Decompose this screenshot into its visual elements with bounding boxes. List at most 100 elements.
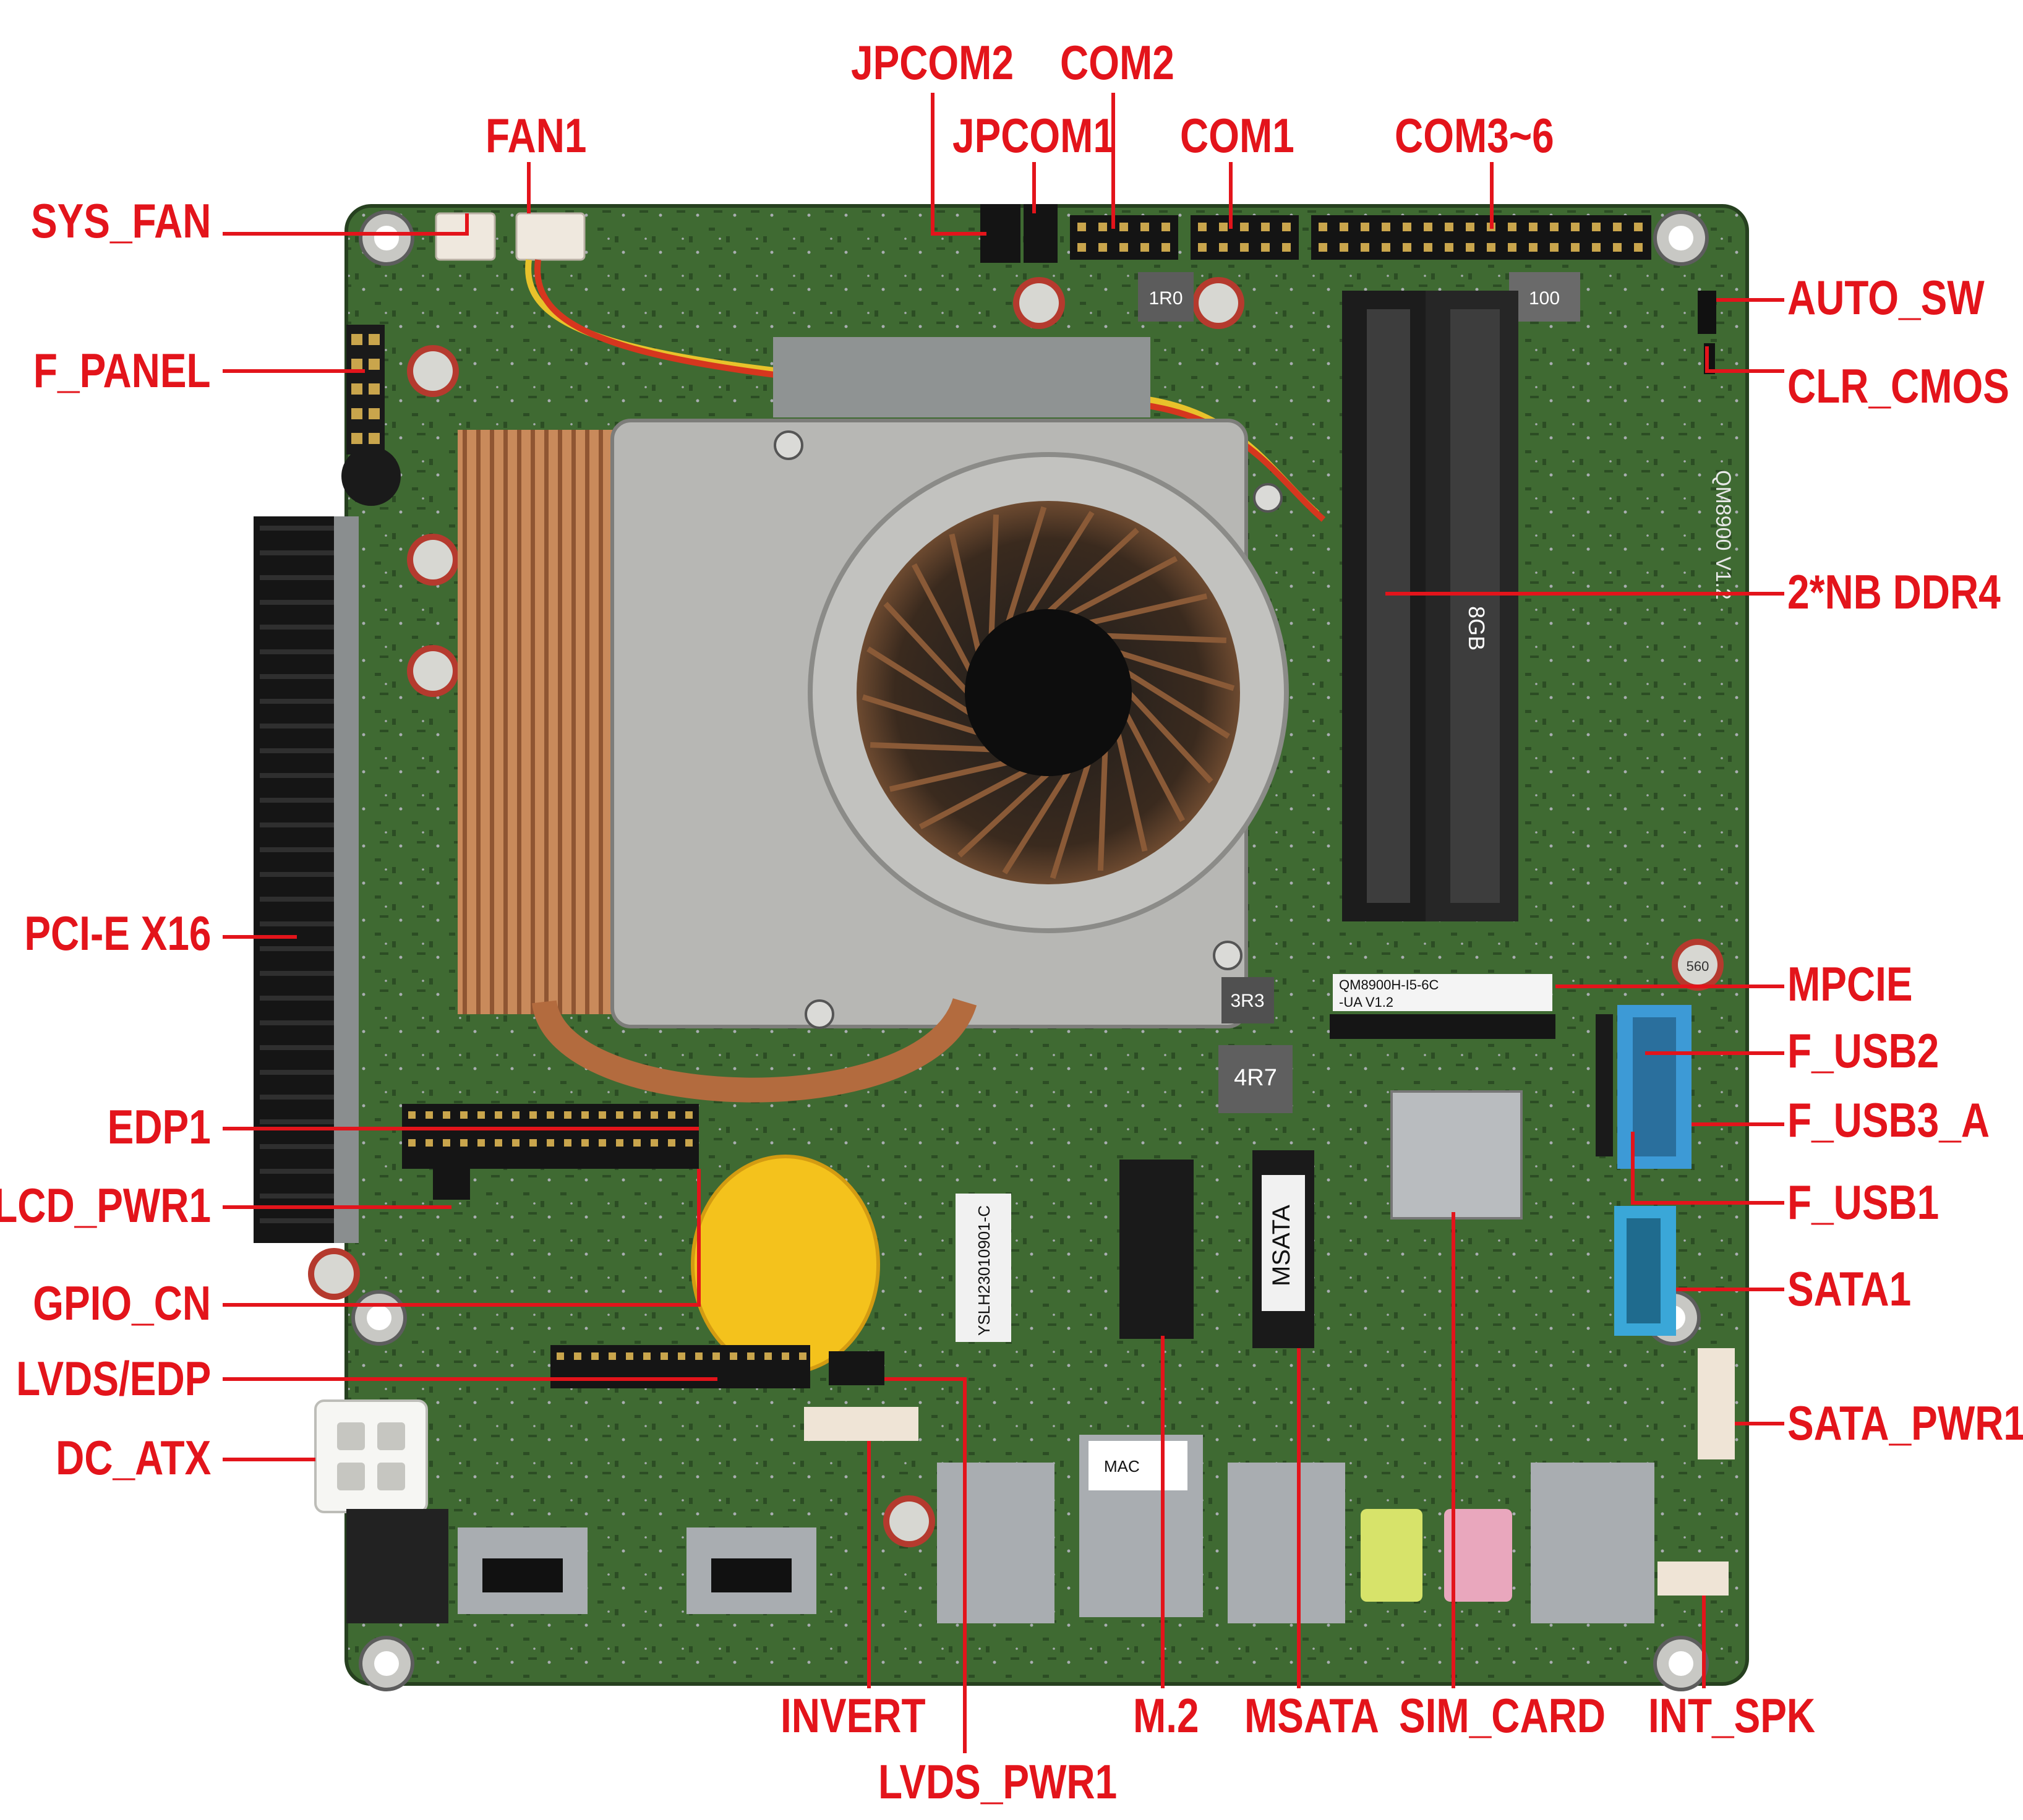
header-pin [1634, 223, 1643, 231]
header-pin [695, 1352, 703, 1360]
header-pin [1240, 223, 1249, 231]
capacitor-top [413, 351, 453, 391]
header-pin [1529, 243, 1538, 252]
header-pin [1508, 223, 1516, 231]
header-pin [512, 1139, 520, 1147]
serial-text: YSLH23010901-C [975, 1205, 993, 1336]
leader-line [223, 213, 469, 236]
label-gpio-cn: GPIO_CN [33, 1276, 211, 1330]
capacitor-top [889, 1502, 929, 1541]
label-f-usb2: F_USB2 [1787, 1023, 1940, 1078]
header-pin [651, 1139, 658, 1147]
mounting-hole-center [374, 226, 399, 250]
board-model-text: QM8900 V1.2 [1711, 470, 1735, 600]
usb-port-stack [1228, 1463, 1345, 1623]
pcie-slot-rib [260, 600, 340, 605]
header-pin [1382, 243, 1390, 252]
header-pin [1361, 223, 1369, 231]
header-pin [1319, 223, 1327, 231]
header-pin [408, 1139, 416, 1147]
heatpipe [532, 998, 977, 1103]
header-pin [426, 1139, 433, 1147]
header-pin [730, 1352, 737, 1360]
header-pin [1198, 243, 1207, 252]
mounting-hole-center [1669, 1651, 1693, 1676]
header-pin [512, 1111, 520, 1119]
header-pin [1613, 223, 1622, 231]
com2-header [1070, 215, 1178, 260]
inductor-1r0 [1138, 272, 1194, 322]
header-pin [1361, 243, 1369, 252]
dc-atx-pin [377, 1463, 405, 1490]
inductor-4r7 [1218, 1045, 1293, 1113]
pcie-slot-rib [260, 1218, 340, 1223]
header-pin [1282, 243, 1291, 252]
pcie-slot-rib [260, 1169, 340, 1174]
header-pin [1466, 223, 1474, 231]
fan-blade [1005, 506, 1047, 624]
pcie-slot-rib [260, 1045, 340, 1050]
sticker-model-text: QM8900H-I5-6C [1339, 977, 1439, 993]
leader-line [931, 93, 986, 236]
fan-blade [1097, 749, 1108, 871]
fan-blade [883, 602, 970, 695]
com1-header [1191, 215, 1299, 260]
fan-blade [1123, 712, 1186, 822]
lcd-pwr1-header [433, 1163, 470, 1200]
header-pin [668, 1139, 675, 1147]
header-pin [1508, 243, 1516, 252]
header-pin [782, 1352, 789, 1360]
header-pin [1571, 223, 1580, 231]
pcie-slot-rib [260, 1194, 340, 1198]
header-pin [1340, 223, 1348, 231]
header-pin [581, 1111, 589, 1119]
pcie-slot-rib [260, 1144, 340, 1149]
inductor-3r3-text: 3R3 [1230, 991, 1264, 1011]
header-pin [1634, 243, 1643, 252]
label-com3-6: COM3~6 [1395, 108, 1554, 163]
header-pin [651, 1111, 658, 1119]
capacitor-top [413, 651, 453, 691]
sata-pwr1-connector [1698, 1348, 1735, 1459]
pcie-slot-rib [260, 921, 340, 926]
header-pin [1282, 223, 1291, 231]
fan1-connector [515, 212, 586, 261]
header-pin [369, 433, 380, 444]
header-pin [1161, 223, 1170, 231]
header-pin [712, 1352, 720, 1360]
header-pin [1487, 243, 1495, 252]
msata-label [1262, 1175, 1305, 1311]
header-pin [1161, 243, 1170, 252]
header-pin [460, 1111, 468, 1119]
ddr4-slot-inner [1367, 309, 1410, 903]
usb-port-stack [1531, 1463, 1654, 1623]
header-pin [1466, 243, 1474, 252]
header-pin [1119, 243, 1128, 252]
header-pin [599, 1111, 606, 1119]
header-pin [1077, 223, 1086, 231]
pcie-slot-rib [260, 996, 340, 1001]
header-pin [1340, 243, 1348, 252]
header-pin [351, 334, 362, 345]
header-pin [1077, 243, 1086, 252]
pcie-slot-rib [260, 649, 340, 654]
fan-blade [1002, 769, 1072, 874]
header-pin [351, 383, 362, 395]
fan-blade [1088, 593, 1208, 626]
header-pin [678, 1352, 685, 1360]
fan-blade [1050, 761, 1092, 879]
header-pin [547, 1139, 554, 1147]
fan-blade [866, 646, 972, 716]
label-mpcie: MPCIE [1787, 957, 1913, 1011]
header-pin [495, 1111, 502, 1119]
label-com2: COM2 [1060, 35, 1174, 90]
header-pin [1219, 243, 1228, 252]
pcie-slot-rib [260, 773, 340, 778]
serial-sticker [956, 1194, 1011, 1342]
capacitor-top [413, 540, 453, 579]
mpcie-sticker [1333, 974, 1552, 1011]
dc-atx-pin [337, 1422, 365, 1450]
pcie-slot-pins [334, 516, 359, 1243]
label-lvds-pwr1: LVDS_PWR1 [878, 1754, 1118, 1809]
heatsink-screw [1253, 483, 1283, 513]
